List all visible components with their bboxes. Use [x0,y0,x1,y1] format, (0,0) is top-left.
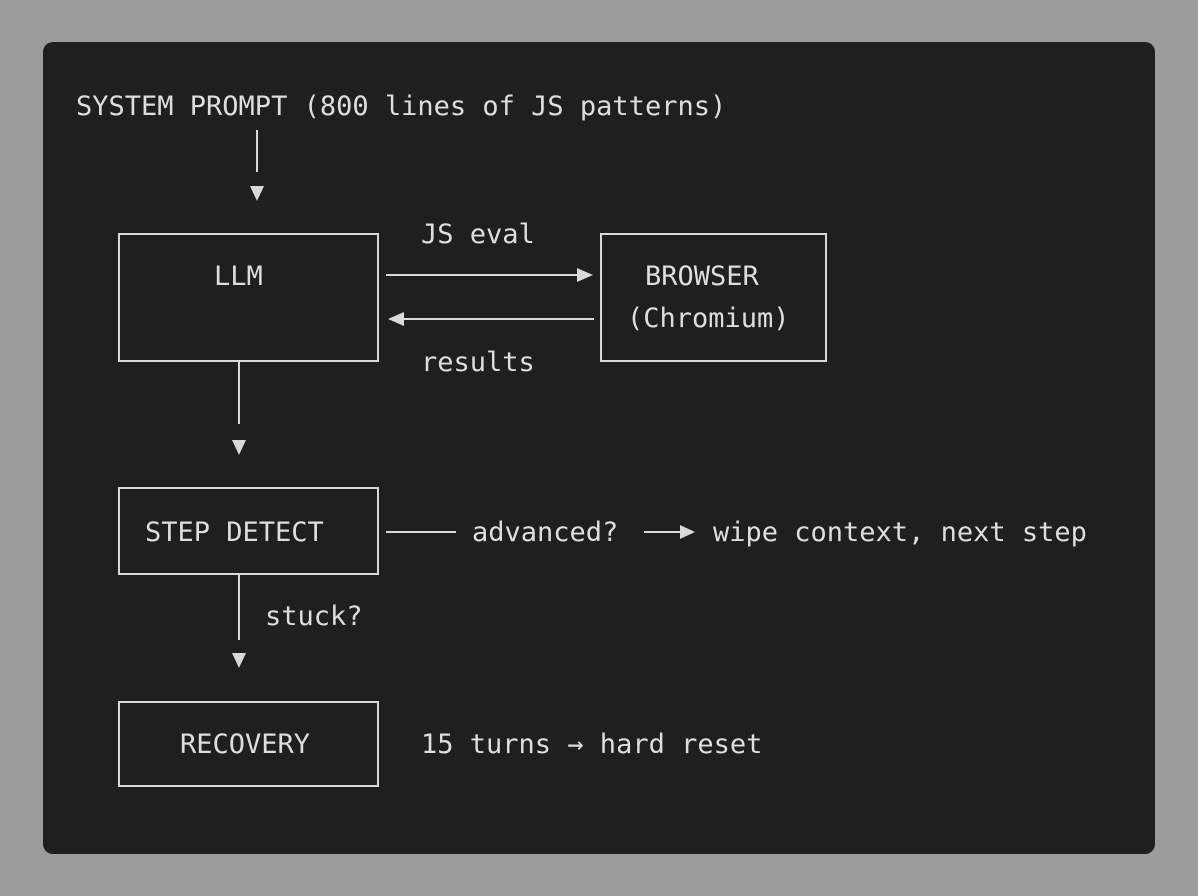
arrow-browser-to-llm-head [388,312,404,326]
arrow-llm-to-browser-head [577,268,593,282]
hard-reset-label: 15 turns → hard reset [421,729,762,760]
arrow-llm-to-step-head [232,440,246,455]
diagram-panel [43,42,1155,854]
stuck-label: stuck? [265,601,363,632]
arrow-advanced-head [680,525,695,539]
browser-node-box [600,233,827,362]
step-detect-node-label: STEP DETECT [145,517,324,548]
browser-node-label-line1: BROWSER [645,261,760,292]
results-label: results [421,347,535,378]
system-prompt-label: SYSTEM PROMPT (800 lines of JS patterns) [76,91,726,122]
recovery-node-label: RECOVERY [180,729,310,760]
arrow-step-to-recovery-head [232,653,246,668]
recovery-node-box [118,701,379,787]
step-detect-node-box [118,487,379,575]
llm-node-box [118,233,379,362]
wipe-context-label: wipe context, next step [713,517,1087,548]
llm-node-label: LLM [214,261,263,292]
browser-node-label-line2: (Chromium) [627,303,790,334]
js-eval-label: JS eval [421,219,535,250]
arrow-prompt-to-llm-head [250,186,264,201]
advanced-label: advanced? [472,517,618,548]
